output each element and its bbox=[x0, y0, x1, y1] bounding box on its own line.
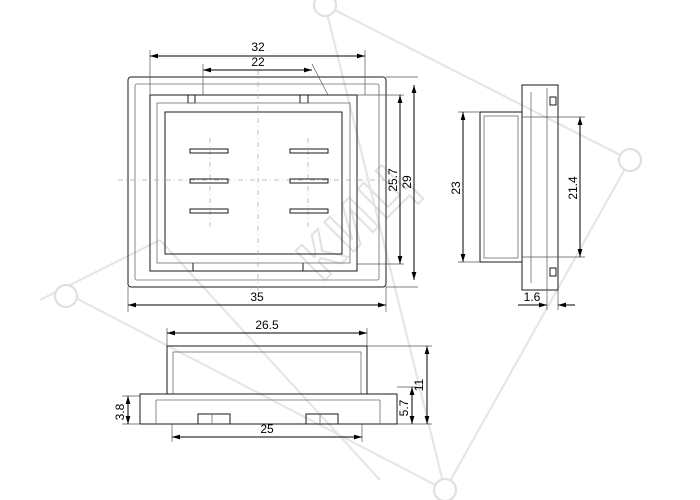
bottom-upper-body bbox=[166, 345, 368, 395]
dim-label-5-7: 5.7 bbox=[397, 399, 411, 416]
watermark-node-top bbox=[312, 0, 338, 18]
front-top-collar bbox=[150, 94, 357, 104]
dim-label-1-6: 1.6 bbox=[524, 290, 541, 304]
terminal-left-bottom bbox=[189, 208, 229, 214]
dim-label-22: 22 bbox=[251, 55, 265, 69]
front-outer-frame bbox=[127, 76, 387, 288]
dim-label-25: 25 bbox=[260, 422, 274, 436]
side-clip-bottom bbox=[549, 267, 557, 277]
bottom-view: 26.5 25 3.8 5.7 11 bbox=[113, 318, 432, 442]
dim-label-25-7: 25.7 bbox=[386, 168, 400, 192]
watermark-node-bottom bbox=[432, 477, 458, 500]
dim-label-29: 29 bbox=[400, 175, 414, 189]
side-flange bbox=[521, 84, 559, 291]
terminal-right-bottom bbox=[289, 208, 329, 214]
bottom-clip-right bbox=[305, 413, 339, 425]
ext-22-right bbox=[311, 63, 329, 96]
bottom-clip-left bbox=[197, 413, 231, 425]
side-clip-top bbox=[549, 96, 557, 106]
front-frame-inner-edge bbox=[134, 83, 380, 281]
dim-label-26-5: 26.5 bbox=[255, 318, 279, 332]
dim-label-23: 23 bbox=[449, 181, 463, 195]
front-window bbox=[164, 111, 343, 255]
watermark-node-right bbox=[617, 147, 643, 173]
terminal-left-top bbox=[189, 148, 229, 154]
front-housing-inner bbox=[156, 102, 351, 264]
front-view: 32 22 35 25.7 29 bbox=[118, 40, 418, 312]
side-body bbox=[479, 111, 523, 263]
watermark-node-left bbox=[53, 283, 79, 309]
terminal-right-top bbox=[289, 148, 329, 154]
dim-label-21-4: 21.4 bbox=[566, 176, 580, 200]
dim-label-11: 11 bbox=[412, 378, 426, 391]
side-body-inner bbox=[483, 115, 519, 259]
terminal-right-mid bbox=[289, 178, 329, 184]
dim-label-3-8: 3.8 bbox=[113, 403, 127, 420]
watermark: КИЦ bbox=[39, 0, 643, 500]
dim-label-35: 35 bbox=[250, 290, 264, 304]
front-housing bbox=[149, 94, 358, 272]
side-view: 23 21.4 1.6 bbox=[449, 84, 585, 310]
terminal-left-mid bbox=[189, 178, 229, 184]
dim-label-32: 32 bbox=[251, 40, 265, 54]
